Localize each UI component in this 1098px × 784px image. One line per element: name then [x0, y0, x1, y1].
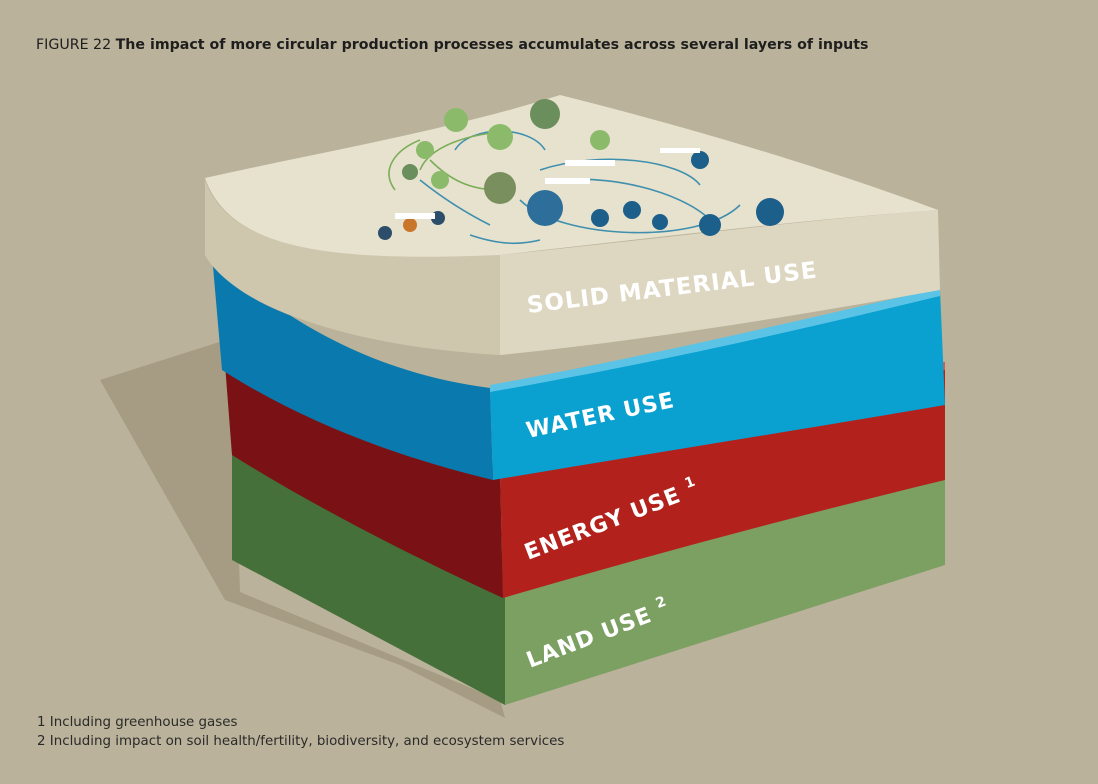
figure-number: FIGURE 22: [36, 37, 112, 53]
land-footnote-ref: 2: [654, 593, 670, 612]
solid-layer-front-face: [500, 210, 940, 355]
footnotes: 1 Including greenhouse gases 2 Including…: [37, 713, 564, 751]
water-layer-top-edge: [490, 288, 940, 392]
energy-footnote-ref: 1: [683, 473, 699, 492]
solid-layer-top-face: [205, 95, 938, 257]
circular-economy-illustration: [378, 99, 784, 245]
stack-shadow: [100, 338, 505, 718]
figure-title: FIGURE 22 The impact of more circular pr…: [36, 37, 868, 53]
water-layer-front-face: [490, 290, 945, 480]
figure-title-text: The impact of more circular production p…: [115, 37, 869, 53]
footnote-2: 2 Including impact on soil health/fertil…: [37, 734, 565, 749]
solid-layer-curved-face: [205, 180, 500, 355]
footnote-1: 1 Including greenhouse gases: [37, 715, 238, 730]
